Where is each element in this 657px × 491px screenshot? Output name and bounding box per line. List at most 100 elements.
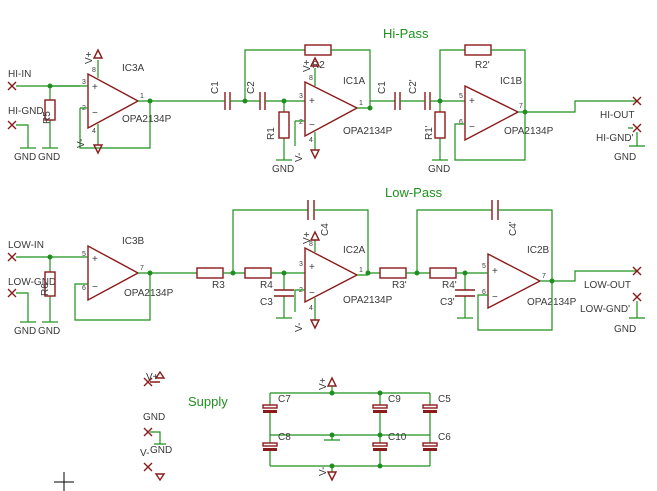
r2p-resistor: R2' bbox=[464, 44, 492, 71]
svg-text:GND: GND bbox=[272, 164, 294, 175]
r1p-resistor: R1' bbox=[424, 111, 446, 140]
ic3b-value: OPA2134P bbox=[124, 288, 174, 299]
svg-text:+: + bbox=[92, 82, 98, 93]
low-out-connector[interactable]: LOW-OUT bbox=[584, 266, 642, 291]
hi-in-label: HI-IN bbox=[8, 69, 31, 80]
svg-text:GND: GND bbox=[150, 445, 172, 456]
c7-label: C7 bbox=[278, 394, 291, 405]
supply-vplus-connector[interactable]: V+ bbox=[143, 370, 166, 387]
svg-text:4: 4 bbox=[309, 137, 313, 144]
low-out-label: LOW-OUT bbox=[584, 280, 631, 291]
supply-vminus-connector[interactable]: V- bbox=[140, 448, 166, 482]
svg-text:3: 3 bbox=[82, 79, 86, 86]
hi-in-connector[interactable]: HI-IN bbox=[7, 69, 31, 91]
ic1a-ref: IC1A bbox=[343, 76, 366, 87]
r1-label: R1 bbox=[266, 127, 277, 140]
c6-label: C6 bbox=[438, 432, 451, 443]
gnd-label: GND bbox=[614, 324, 636, 335]
c2-label: C2 bbox=[246, 81, 257, 94]
c3p-label: C3' bbox=[440, 297, 455, 308]
svg-text:GND: GND bbox=[38, 152, 60, 163]
hipass-title: Hi-Pass bbox=[383, 26, 429, 41]
svg-text:V+: V+ bbox=[302, 59, 313, 72]
svg-text:1: 1 bbox=[359, 100, 363, 107]
svg-text:GND: GND bbox=[428, 164, 450, 175]
r3-label: R3 bbox=[212, 280, 225, 291]
supply-gnd-connector[interactable]: GND bbox=[143, 412, 166, 445]
svg-text:5: 5 bbox=[459, 93, 463, 100]
svg-text:1: 1 bbox=[359, 267, 363, 274]
ic2a-ref: IC2A bbox=[343, 245, 366, 256]
r3p-resistor: R3' bbox=[379, 267, 407, 291]
gnd-symbol: GND bbox=[272, 159, 294, 175]
low-in-connector[interactable]: LOW-IN bbox=[7, 240, 44, 262]
low-gnd-connector[interactable]: LOW-GND bbox=[7, 277, 56, 298]
vplus-symbol: V+ bbox=[84, 48, 104, 64]
ic2a-opamp: 3 2 1 8 4 + − IC2A OPA2134P bbox=[299, 241, 393, 312]
c3-capacitor: C3 bbox=[260, 289, 294, 308]
vminus-symbol: V- bbox=[294, 149, 321, 162]
r6-resistor: R6 bbox=[40, 271, 56, 297]
c1-capacitor: C1 bbox=[210, 81, 231, 110]
svg-text:3: 3 bbox=[299, 261, 303, 268]
svg-text:V-: V- bbox=[76, 139, 87, 148]
hi-out-label: HI-OUT bbox=[600, 110, 634, 121]
r1-resistor: R1 bbox=[266, 111, 290, 140]
c9-capacitor: C9 bbox=[372, 393, 401, 435]
svg-text:+: + bbox=[309, 262, 315, 273]
vminus-symbol: V- bbox=[294, 319, 321, 332]
c2p-label: C2' bbox=[408, 79, 419, 94]
r4-label: R4 bbox=[260, 280, 273, 291]
hi-gnd-label: HI-GND bbox=[8, 106, 44, 117]
low-in-label: LOW-IN bbox=[8, 240, 44, 251]
hi-out-connector[interactable]: HI-OUT bbox=[600, 96, 642, 121]
ic3a-value: OPA2134P bbox=[122, 114, 172, 125]
low-gnd2-connector[interactable]: LOW-GND' bbox=[580, 292, 642, 315]
c1p-label: C1 bbox=[377, 81, 388, 94]
c8-capacitor: C8 bbox=[262, 432, 291, 466]
svg-text:6: 6 bbox=[82, 285, 86, 292]
ic2a-value: OPA2134P bbox=[343, 295, 393, 306]
vplus-symbol: V+ bbox=[302, 230, 321, 244]
c6-capacitor: C6 bbox=[422, 432, 451, 466]
low-gnd2-label: LOW-GND' bbox=[580, 304, 630, 315]
r2p-label: R2' bbox=[475, 60, 490, 71]
r5-label: R5 bbox=[42, 111, 53, 124]
hi-gnd-connector[interactable]: HI-GND bbox=[7, 106, 44, 130]
svg-text:−: − bbox=[92, 108, 98, 119]
ic3b-ref: IC3B bbox=[122, 236, 145, 247]
svg-text:GND: GND bbox=[38, 326, 60, 337]
ic1b-opamp: 5 6 7 + − IC1B OPA2134P bbox=[459, 76, 554, 142]
svg-text:5: 5 bbox=[82, 251, 86, 258]
svg-text:8: 8 bbox=[309, 241, 313, 248]
c5-capacitor: C5 bbox=[422, 393, 451, 435]
supply-vminus-symbol: V- bbox=[318, 466, 338, 482]
c10-capacitor: C10 bbox=[372, 432, 407, 466]
ic3b-opamp: 5 6 7 + − IC3B OPA2134P bbox=[82, 236, 174, 302]
svg-text:−: − bbox=[92, 282, 98, 293]
r4-resistor: R4 bbox=[244, 267, 273, 291]
r1p-label: R1' bbox=[424, 125, 435, 140]
svg-text:V+: V+ bbox=[318, 377, 329, 390]
svg-text:7: 7 bbox=[519, 103, 523, 110]
r4p-resistor: R4' bbox=[429, 267, 457, 291]
ic1a-opamp: 3 2 1 8 4 + − IC1A OPA2134P bbox=[299, 75, 393, 144]
ic3a-ref: IC3A bbox=[122, 63, 145, 74]
svg-text:8: 8 bbox=[92, 67, 96, 74]
c2-capacitor: C2 bbox=[246, 81, 266, 110]
c4p-capacitor: C4' bbox=[491, 200, 519, 236]
gnd-symbol: GND bbox=[14, 321, 36, 337]
vplus-symbol: V+ bbox=[302, 56, 321, 72]
svg-text:4: 4 bbox=[92, 128, 96, 135]
svg-text:V+: V+ bbox=[84, 51, 95, 64]
c1-label: C1 bbox=[210, 81, 221, 94]
c4p-label: C4' bbox=[508, 221, 519, 236]
supply-gnd-label: GND bbox=[143, 412, 165, 423]
ic3a-opamp: 3 2 1 8 4 + − IC3A OPA2134P bbox=[82, 63, 172, 135]
hi-gnd2-connector[interactable]: HI-GND' bbox=[596, 123, 642, 144]
hi-gnd2-label: HI-GND' bbox=[596, 133, 634, 144]
ic2b-opamp: 5 6 7 + − IC2B OPA2134P bbox=[482, 245, 577, 310]
svg-text:7: 7 bbox=[542, 273, 546, 280]
c3-label: C3 bbox=[260, 297, 273, 308]
